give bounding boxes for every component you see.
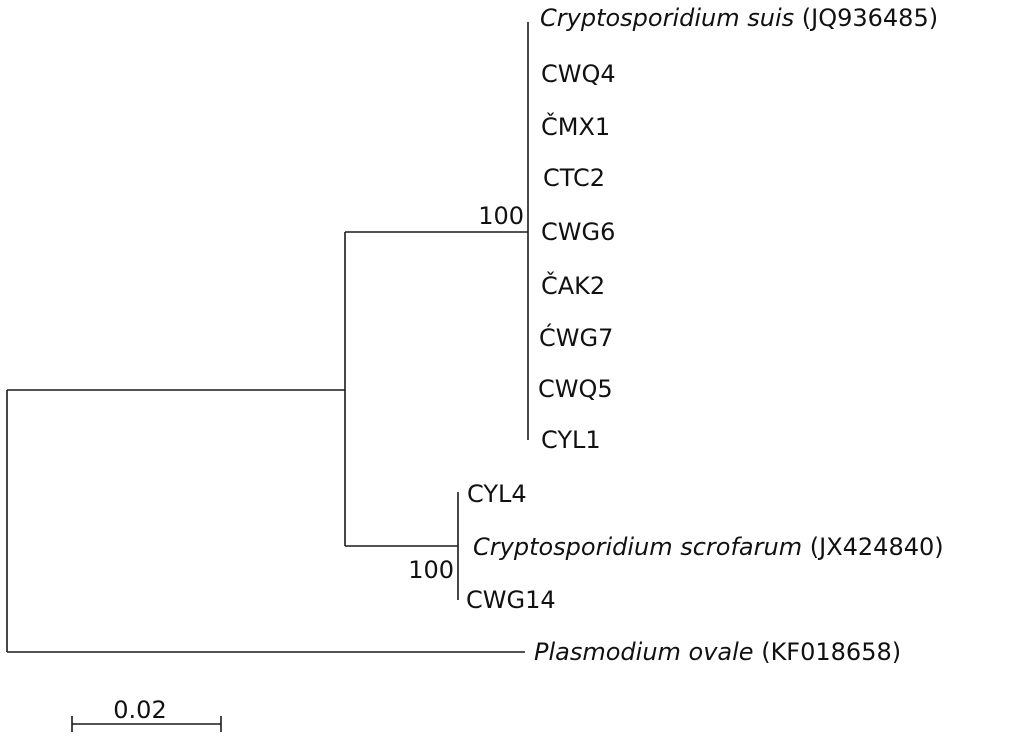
taxon-label-ovale: Plasmodium ovale (KF018658): [534, 638, 901, 666]
taxon-label-cwg7: ĆWG7: [539, 322, 613, 352]
taxon-label-cmx1: ČMX1: [541, 111, 610, 141]
taxon-label-cyl4: CYL4: [467, 480, 527, 508]
taxon-label-suis: Cryptosporidium suis (JQ936485): [540, 4, 938, 32]
taxon-accession-ovale: (KF018658): [761, 638, 901, 666]
taxon-label-cwg14: CWG14: [466, 586, 556, 614]
taxon-accession-suis: (JQ936485): [802, 4, 938, 32]
taxon-label-cwq5: CWQ5: [538, 375, 613, 403]
taxon-accession-scrofarum: (JX424840): [810, 533, 944, 561]
taxon-species-scrofarum: Cryptosporidium scrofarum: [473, 533, 802, 561]
taxon-species-ovale: Plasmodium ovale: [534, 638, 754, 666]
taxon-species-suis: Cryptosporidium suis: [540, 4, 794, 32]
taxon-label-ctc2: CTC2: [543, 164, 605, 192]
taxon-label-cak2: ČAK2: [541, 270, 605, 300]
taxon-label-cwq4: CWQ4: [541, 60, 616, 88]
scale-bar: 0.02: [71, 696, 222, 732]
taxon-label-scrofarum: Cryptosporidium scrofarum (JX424840): [473, 533, 944, 561]
bootstrap-suis-clade: 100: [478, 202, 524, 230]
taxon-label-cyl1: CYL1: [541, 426, 601, 454]
scale-bar-label: 0.02: [113, 696, 166, 724]
taxon-label-cwg6: CWG6: [541, 218, 615, 246]
bootstrap-scrofarum-clade: 100: [408, 556, 454, 584]
